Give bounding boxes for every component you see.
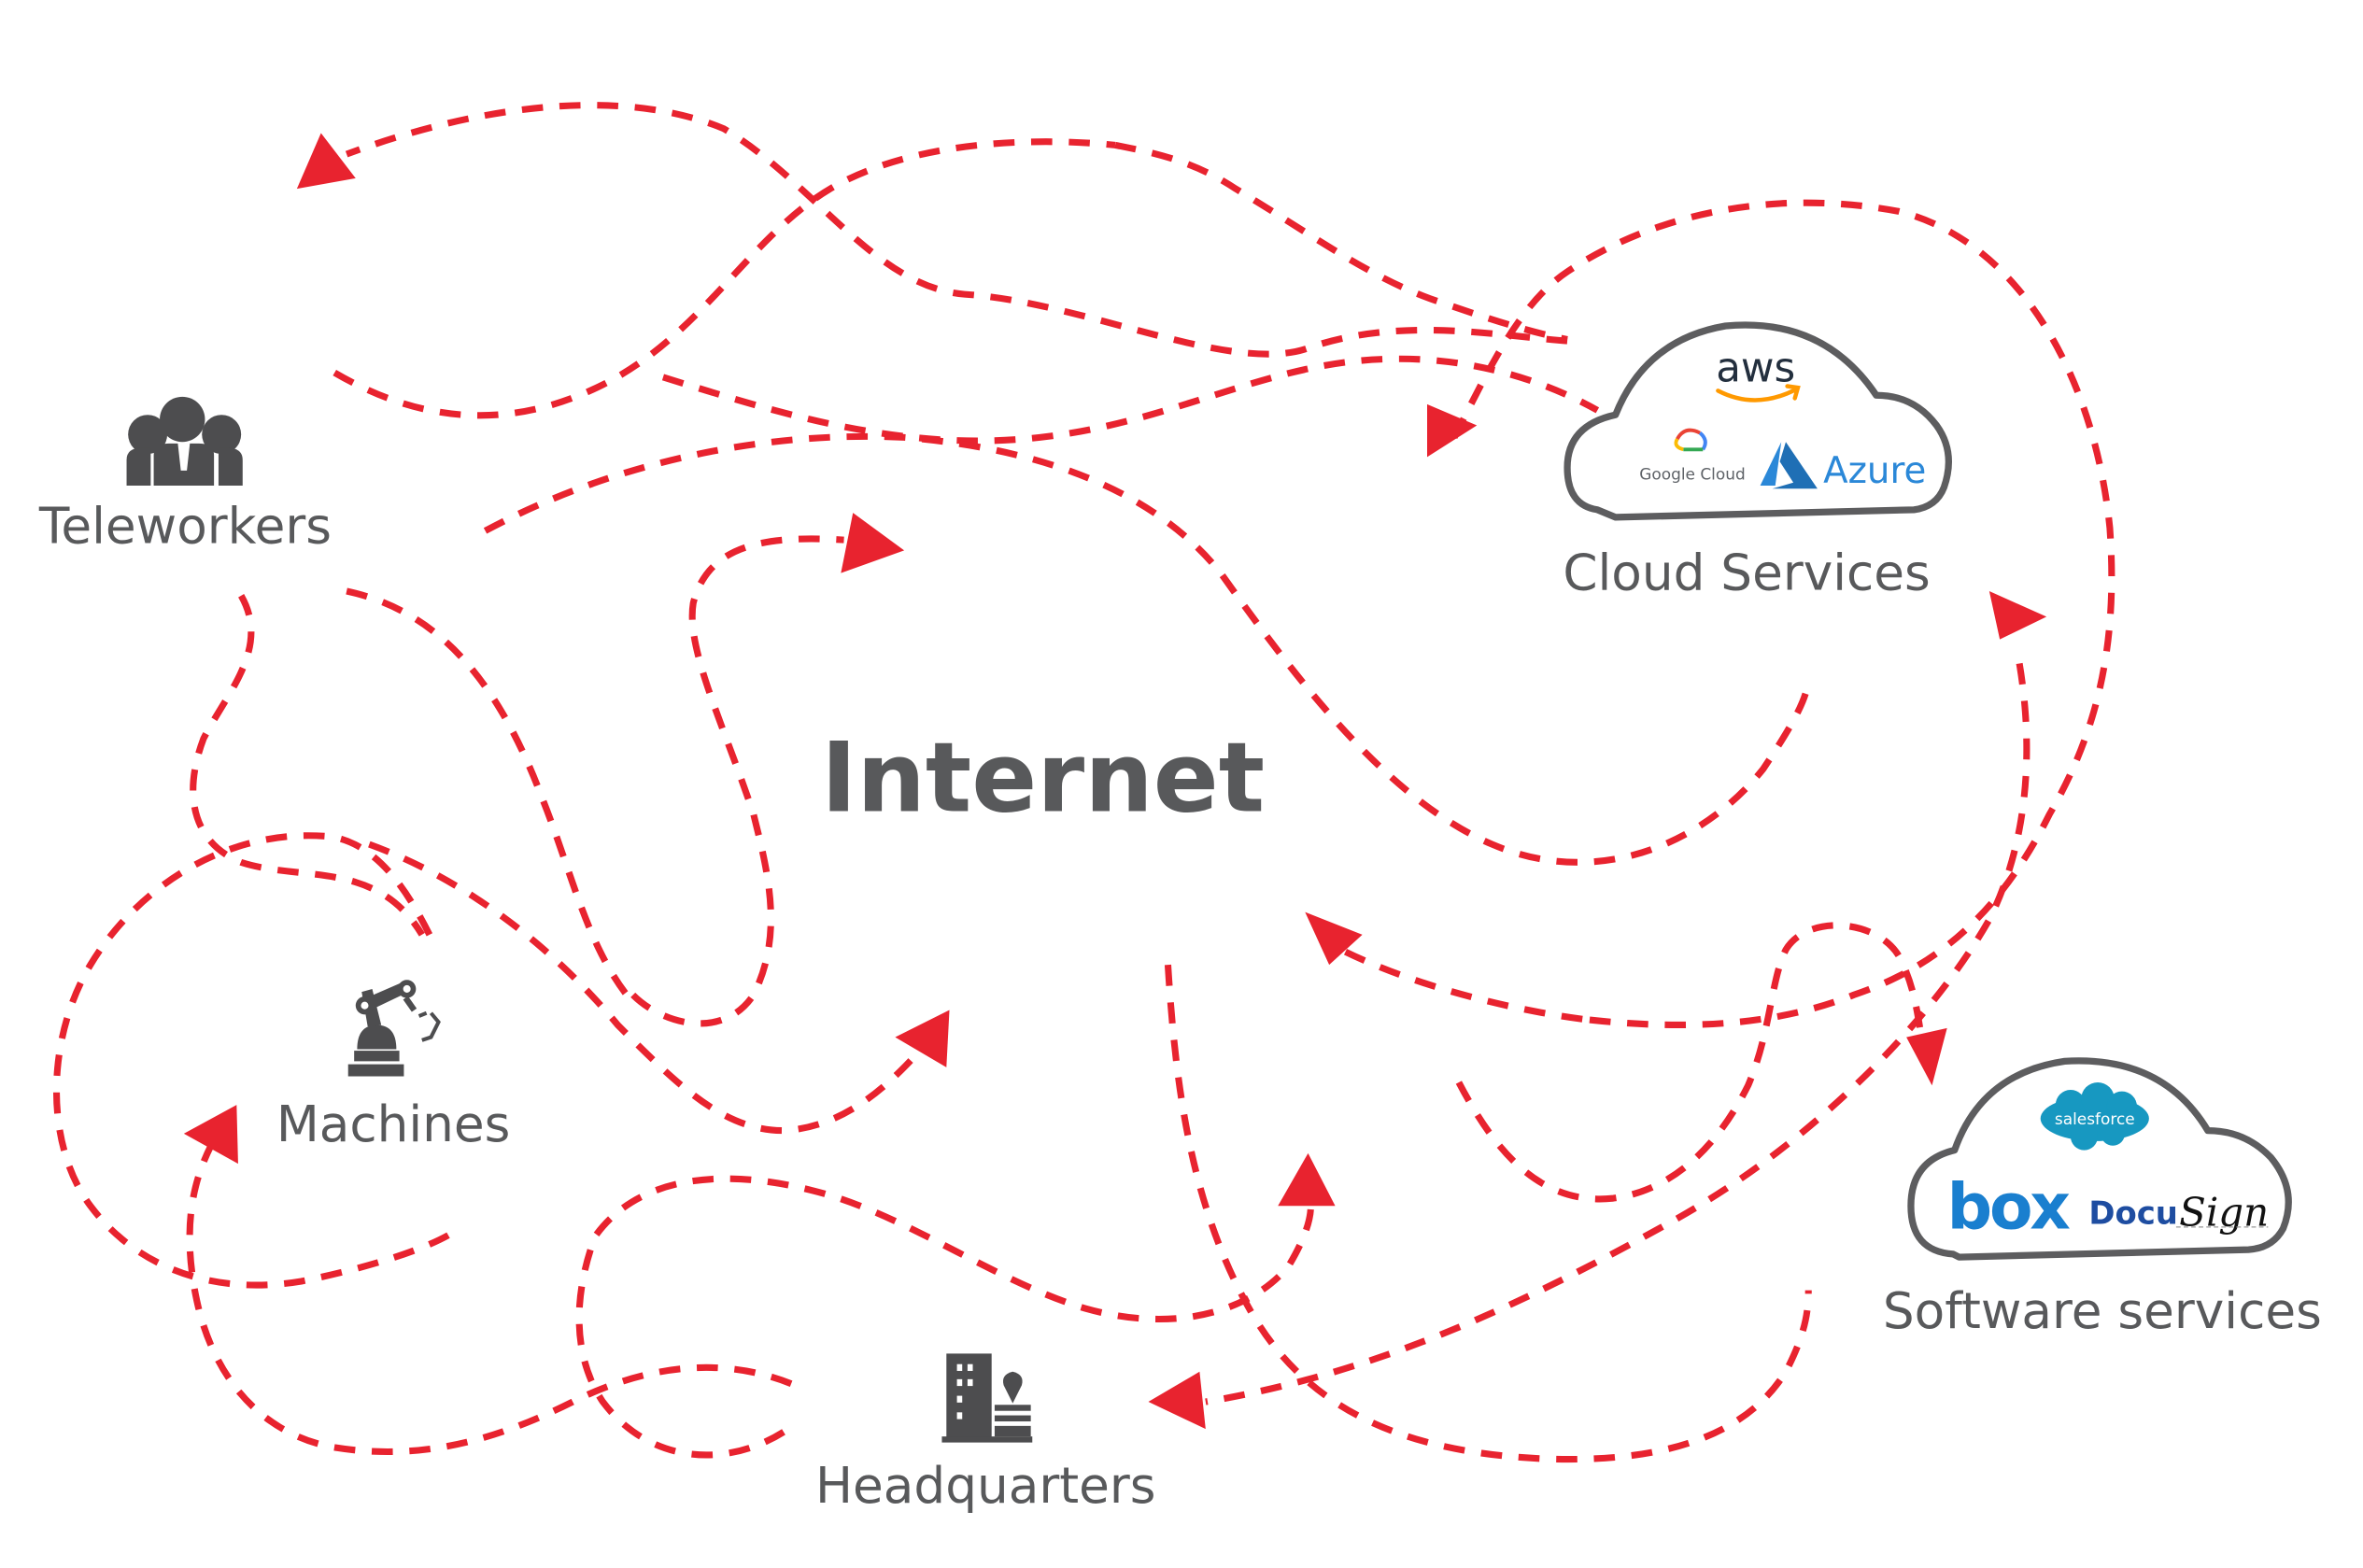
arrowhead-hq-up xyxy=(1278,1152,1336,1207)
aws-smile-icon xyxy=(1716,384,1801,403)
google-cloud-icon xyxy=(1674,428,1707,452)
connection-internet-to-bottom-right xyxy=(1164,964,1812,1463)
salesforce-icon xyxy=(2040,1081,2149,1151)
arrowhead-software xyxy=(1906,1027,1947,1086)
teleworkers-node[interactable]: Teleworkers xyxy=(38,396,332,556)
arrowhead-machines xyxy=(183,1105,238,1165)
azure-logo: Azure xyxy=(1823,450,1926,492)
cloud-icon xyxy=(1564,321,1952,521)
arrowhead-cloud-left xyxy=(1427,403,1478,458)
machines-node[interactable]: Machines xyxy=(276,980,511,1153)
salesforce-logo: salesforce xyxy=(2055,1109,2135,1128)
office-building-location-icon xyxy=(941,1353,1033,1443)
arrowhead-hq xyxy=(1148,1371,1206,1430)
docusign-docu-logo: Docu xyxy=(2088,1195,2178,1232)
azure-icon xyxy=(1760,442,1818,489)
connection-hq-to-machines xyxy=(186,1144,793,1456)
headquarters-label: Headquarters xyxy=(815,1457,1155,1515)
connection-cloud-to-topleft xyxy=(345,102,1568,358)
box-logo: box xyxy=(1947,1169,2071,1243)
connection-left-to-cloud-bottom xyxy=(483,432,1812,866)
connection-internet-loop xyxy=(630,535,844,1027)
connection-paths xyxy=(53,102,2115,1463)
arrowhead-to-internet-lower xyxy=(895,1010,950,1067)
software-services-label: Software services xyxy=(1883,1282,2322,1340)
software-services-node[interactable]: salesforce box Docu Sign Software servic… xyxy=(1883,1057,2322,1340)
arrowheads xyxy=(183,133,2047,1430)
connection-loop-to-internet xyxy=(1339,946,1583,1023)
cloud-icon xyxy=(1907,1057,2292,1261)
headquarters-node[interactable]: Headquarters xyxy=(815,1353,1155,1515)
cloud-services-label: Cloud Services xyxy=(1563,544,1930,601)
connection-teleworkers-to-internet xyxy=(346,587,636,1005)
arrowhead-internet-top xyxy=(841,513,905,573)
arrowhead-to-internet-left xyxy=(1305,911,1363,966)
internet-label: Internet xyxy=(821,723,1265,835)
connection-cloud-right-loop xyxy=(1450,199,2115,1028)
google-cloud-logo: Google Cloud xyxy=(1639,465,1746,484)
connection-teleworkers-to-machines xyxy=(190,594,425,937)
connection-mid-to-cloud xyxy=(1114,141,1568,343)
aws-logo: aws xyxy=(1716,346,1795,392)
connection-hq-loop xyxy=(575,1175,1314,1459)
connection-software-to-hq xyxy=(1205,662,2030,1406)
arrowhead-cloud-bottom-right xyxy=(1988,590,2047,640)
connection-machines-arc xyxy=(53,832,454,1289)
robot-arm-icon xyxy=(347,980,441,1077)
connection-internet-to-software xyxy=(1455,922,1925,1203)
cloud-services-node[interactable]: aws Google Cloud Azure Cloud Services xyxy=(1563,321,1952,601)
connection-teleworkers-arc xyxy=(333,138,1116,419)
people-group-icon xyxy=(126,396,243,487)
teleworkers-label: Teleworkers xyxy=(38,497,332,555)
docusign-sign-logo: Sign xyxy=(2179,1189,2269,1235)
arrowhead-topleft xyxy=(296,133,356,190)
machines-label: Machines xyxy=(276,1095,511,1153)
connection-machines-to-internet xyxy=(368,841,926,1135)
